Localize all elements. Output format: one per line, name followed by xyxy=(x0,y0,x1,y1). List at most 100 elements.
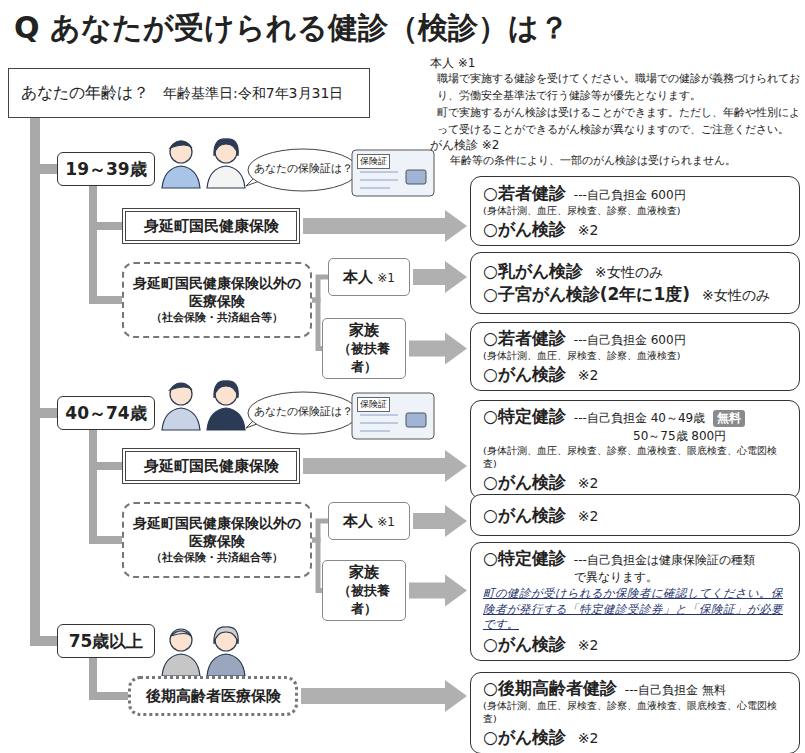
text-row: ○特定健診 ---自己負担金 40～49歳無料 xyxy=(483,405,787,428)
node-text: ○特定健診 xyxy=(483,405,566,428)
text-row: ○がん検診※2 xyxy=(483,726,787,749)
text-row: ○がん検診 ※2 xyxy=(483,218,787,241)
node-text: ○がん検診 xyxy=(483,218,566,241)
age-group-box: 75歳以上 xyxy=(57,624,155,658)
note-text: 町で実施するがん検診は受けることができます。ただし、年齢や性別によって受けること… xyxy=(437,105,803,138)
text-row: (身体計測、血圧、尿検査、診察、血液検査) xyxy=(483,350,787,363)
page-title: Q あなたが受けられる健診（検診）は？ xyxy=(14,8,569,49)
node-text: ○がん検診 xyxy=(483,726,566,749)
node-text: ---自己負担金 600円 xyxy=(574,187,686,204)
node-text: (身体計測、血圧、尿検査、診察、血液検査) xyxy=(483,350,680,363)
text-row: （社会保険・共済組合等） xyxy=(151,551,283,565)
elderly-insurance-box: 後期高齢者医療保険 xyxy=(128,676,298,716)
node-text: 75歳以上 xyxy=(69,630,144,653)
text-row: ○がん検診※2 xyxy=(483,363,787,386)
text-row: 後期高齢者医療保険 xyxy=(146,687,281,706)
text-row: ○特定健診 ---自己負担金は健康保険証の種類で異なります。 xyxy=(483,547,787,586)
node-text: ---自己負担金 40～49歳 xyxy=(574,410,705,427)
node-text: 40～74歳 xyxy=(65,402,146,425)
member-box: 家族（被扶養者） xyxy=(322,318,406,379)
node-text: あなたの年齢は？ xyxy=(21,83,149,104)
text-row: ○若者健診 ---自己負担金 600円 xyxy=(483,182,787,205)
checkup-result-box: ○がん検診 ※2 xyxy=(470,494,800,536)
flow-arrow xyxy=(413,505,467,537)
text-row: 身延町国民健康保険 xyxy=(144,217,279,236)
node-text: 町の健診が受けられるか保険者に確認してください。保険者が発行する「特定健診受診券… xyxy=(483,586,787,633)
flow-arrow xyxy=(303,450,467,482)
node-text: 家族 xyxy=(349,563,379,582)
node-text: ○若者健診 xyxy=(483,182,566,205)
member-box: 本人※1 xyxy=(328,502,410,540)
tree-line xyxy=(35,118,57,641)
node-text: ※女性のみ xyxy=(702,287,770,305)
node-text: ※2 xyxy=(578,475,599,491)
node-text: ※2 xyxy=(578,222,599,238)
note-heading: がん検診 ※2 xyxy=(430,137,500,154)
branch-line xyxy=(312,540,322,591)
node-text: ---自己負担金 無料 xyxy=(625,682,726,699)
other-insurance-box: 身延町国民健康保険以外の医療保険（社会保険・共済組合等） xyxy=(122,262,312,338)
node-text: ○子宮がん検診(2年に1度) xyxy=(483,283,690,306)
node-text: （被扶養者） xyxy=(327,582,401,618)
node-text: ---自己負担金は健康保険証の種類で異なります。 xyxy=(574,552,764,586)
branch-line xyxy=(312,277,328,300)
tree-line xyxy=(93,658,128,696)
text-row: 家族 xyxy=(349,321,379,340)
node-text: (身体計測、血圧、尿検査、診察、血液検査) xyxy=(483,205,680,218)
node-text: ○がん検診 xyxy=(483,633,566,656)
text-row: ○がん検診 ※2 xyxy=(483,471,787,494)
text-row: ○がん検診※2 xyxy=(483,633,787,656)
text-row: (身体計測、血圧、尿検査、診察、血液検査、眼底検査、心電図検査) xyxy=(483,700,787,726)
people-pair xyxy=(162,381,245,430)
other-insurance-box: 身延町国民健康保険以外の医療保険（社会保険・共済組合等） xyxy=(122,502,312,578)
bubble-text: あなたの保険証は？ xyxy=(252,405,354,419)
checkup-result-box: ○若者健診 ---自己負担金 600円(身体計測、血圧、尿検査、診察、血液検査)○… xyxy=(470,176,800,246)
flow-arrow xyxy=(303,210,467,242)
node-text: （社会保険・共済組合等） xyxy=(151,551,283,565)
node-text: ○乳がん検診 xyxy=(483,260,583,283)
node-text: ※2 xyxy=(578,508,599,524)
insurance-box: 身延町国民健康保険 xyxy=(122,448,300,484)
flow-arrow xyxy=(409,333,467,365)
node-text: (身体計測、血圧、尿検査、診察、血液検査、眼底検査、心電図検査) xyxy=(483,700,787,726)
checkup-result-box: ○乳がん検診※女性のみ○子宮がん検診(2年に1度) ※女性のみ xyxy=(470,252,800,314)
text-row: 75歳以上 xyxy=(69,630,144,653)
checkup-result-box: ○特定健診 ---自己負担金 40～49歳無料50～75歳 800円(身体計測、血… xyxy=(470,400,800,499)
text-row: 身延町国民健康保険 xyxy=(144,457,279,476)
text-row: ○子宮がん検診(2年に1度) ※女性のみ xyxy=(483,283,787,306)
text-row: あなたの年齢は？年齢基準日:令和7年3月31日 xyxy=(21,83,357,104)
text-row: ○がん検診 ※2 xyxy=(483,504,787,527)
age-group-box: 40～74歳 xyxy=(57,396,155,430)
flow-arrow xyxy=(301,680,467,712)
checkup-result-box: ○若者健診---自己負担金 600円(身体計測、血圧、尿検査、診察、血液検査)○… xyxy=(470,322,800,391)
node-text: ○がん検診 xyxy=(483,504,566,527)
text-row: 本人※1 xyxy=(343,512,395,531)
text-row: ○乳がん検診※女性のみ xyxy=(483,260,787,283)
text-row: 身延町国民健康保険以外の医療保険 xyxy=(130,275,304,311)
node-text: （被扶養者） xyxy=(327,340,401,376)
text-row: (身体計測、血圧、尿検査、診察、血液検査) xyxy=(483,205,787,218)
member-box: 本人※1 xyxy=(328,258,410,296)
branch-line xyxy=(312,521,328,540)
bubble-text: あなたの保険証は？ xyxy=(252,162,354,176)
age-group-box: 19～39歳 xyxy=(57,152,155,186)
text-row: 家族 xyxy=(349,563,379,582)
text-row: (身体計測、血圧、尿検査、診察、血液検査、眼底検査、心電図検査) xyxy=(483,445,787,471)
text-row: （被扶養者） xyxy=(327,582,401,618)
node-text: ○がん検診 xyxy=(483,471,566,494)
flow-arrow xyxy=(409,575,467,607)
tree-line xyxy=(93,186,122,300)
node-text: 本人 xyxy=(343,512,373,531)
node-text: 身延町国民健康保険以外の医療保険 xyxy=(130,275,304,311)
node-text: 無料 xyxy=(713,410,745,427)
note-text: 年齢等の条件により、一部のがん検診は受けられません。 xyxy=(450,153,800,170)
text-row: 50～75歳 800円 xyxy=(483,428,787,445)
node-text: 身延町国民健康保険 xyxy=(144,457,279,476)
node-text: 後期高齢者医療保険 xyxy=(146,687,281,706)
node-text: 本人 xyxy=(343,268,373,287)
node-text: ○特定健診 xyxy=(483,547,566,570)
node-text: （社会保険・共済組合等） xyxy=(151,311,283,325)
text-row: 40～74歳 xyxy=(65,402,146,425)
insurance-box: 身延町国民健康保険 xyxy=(122,208,300,244)
